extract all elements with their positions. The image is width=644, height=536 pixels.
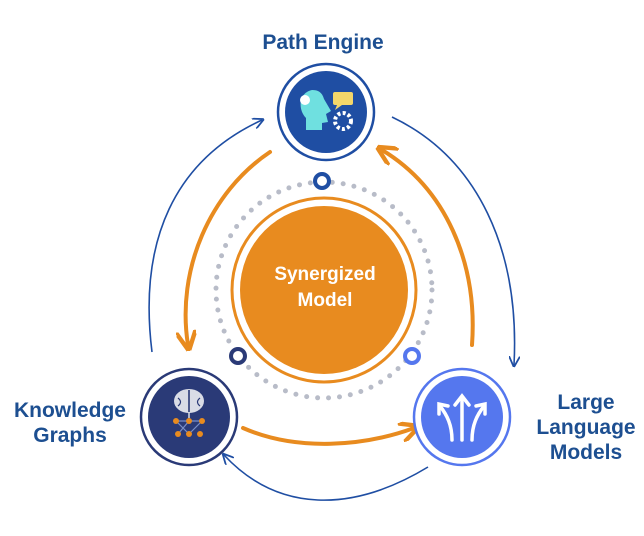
brain-network-icon: [173, 389, 205, 437]
label-knowledge-line2: Graphs: [33, 424, 107, 448]
arrow-top-to-right: [391, 116, 515, 365]
label-large-language-models: Large Language Models: [528, 390, 644, 466]
ai-head-gear-icon: [300, 90, 353, 131]
label-llm-line1: Large: [557, 391, 615, 414]
diverging-arrows-icon: [437, 393, 487, 442]
arrow-left-to-top: [148, 120, 262, 353]
orange-arrow-left-right: [241, 428, 414, 446]
label-llm-line2: Language: [536, 416, 636, 440]
orange-arrow-right-top: [382, 150, 475, 347]
center-label-line2: Model: [297, 289, 353, 311]
ring-marker-right: [403, 347, 421, 365]
node-large-language-models: [412, 367, 512, 467]
label-llm-line3: Models: [549, 441, 623, 465]
center-label-line1: Synergized: [274, 264, 376, 285]
label-path-engine-text: Path Engine: [262, 31, 384, 54]
label-knowledge-graphs: Knowledge Graphs: [0, 398, 140, 448]
ring-marker-top: [313, 172, 331, 190]
label-knowledge-line1: Knowledge: [13, 399, 126, 422]
node-knowledge-graphs: [139, 367, 239, 467]
orange-arrow-top-left: [186, 150, 272, 345]
arrow-right-to-left: [224, 455, 429, 501]
node-path-engine: [276, 62, 376, 162]
center-label: Synergized Model: [245, 262, 405, 313]
label-path-engine: Path Engine: [228, 30, 418, 55]
center-disc: [240, 206, 408, 374]
ring-marker-left: [229, 347, 247, 365]
